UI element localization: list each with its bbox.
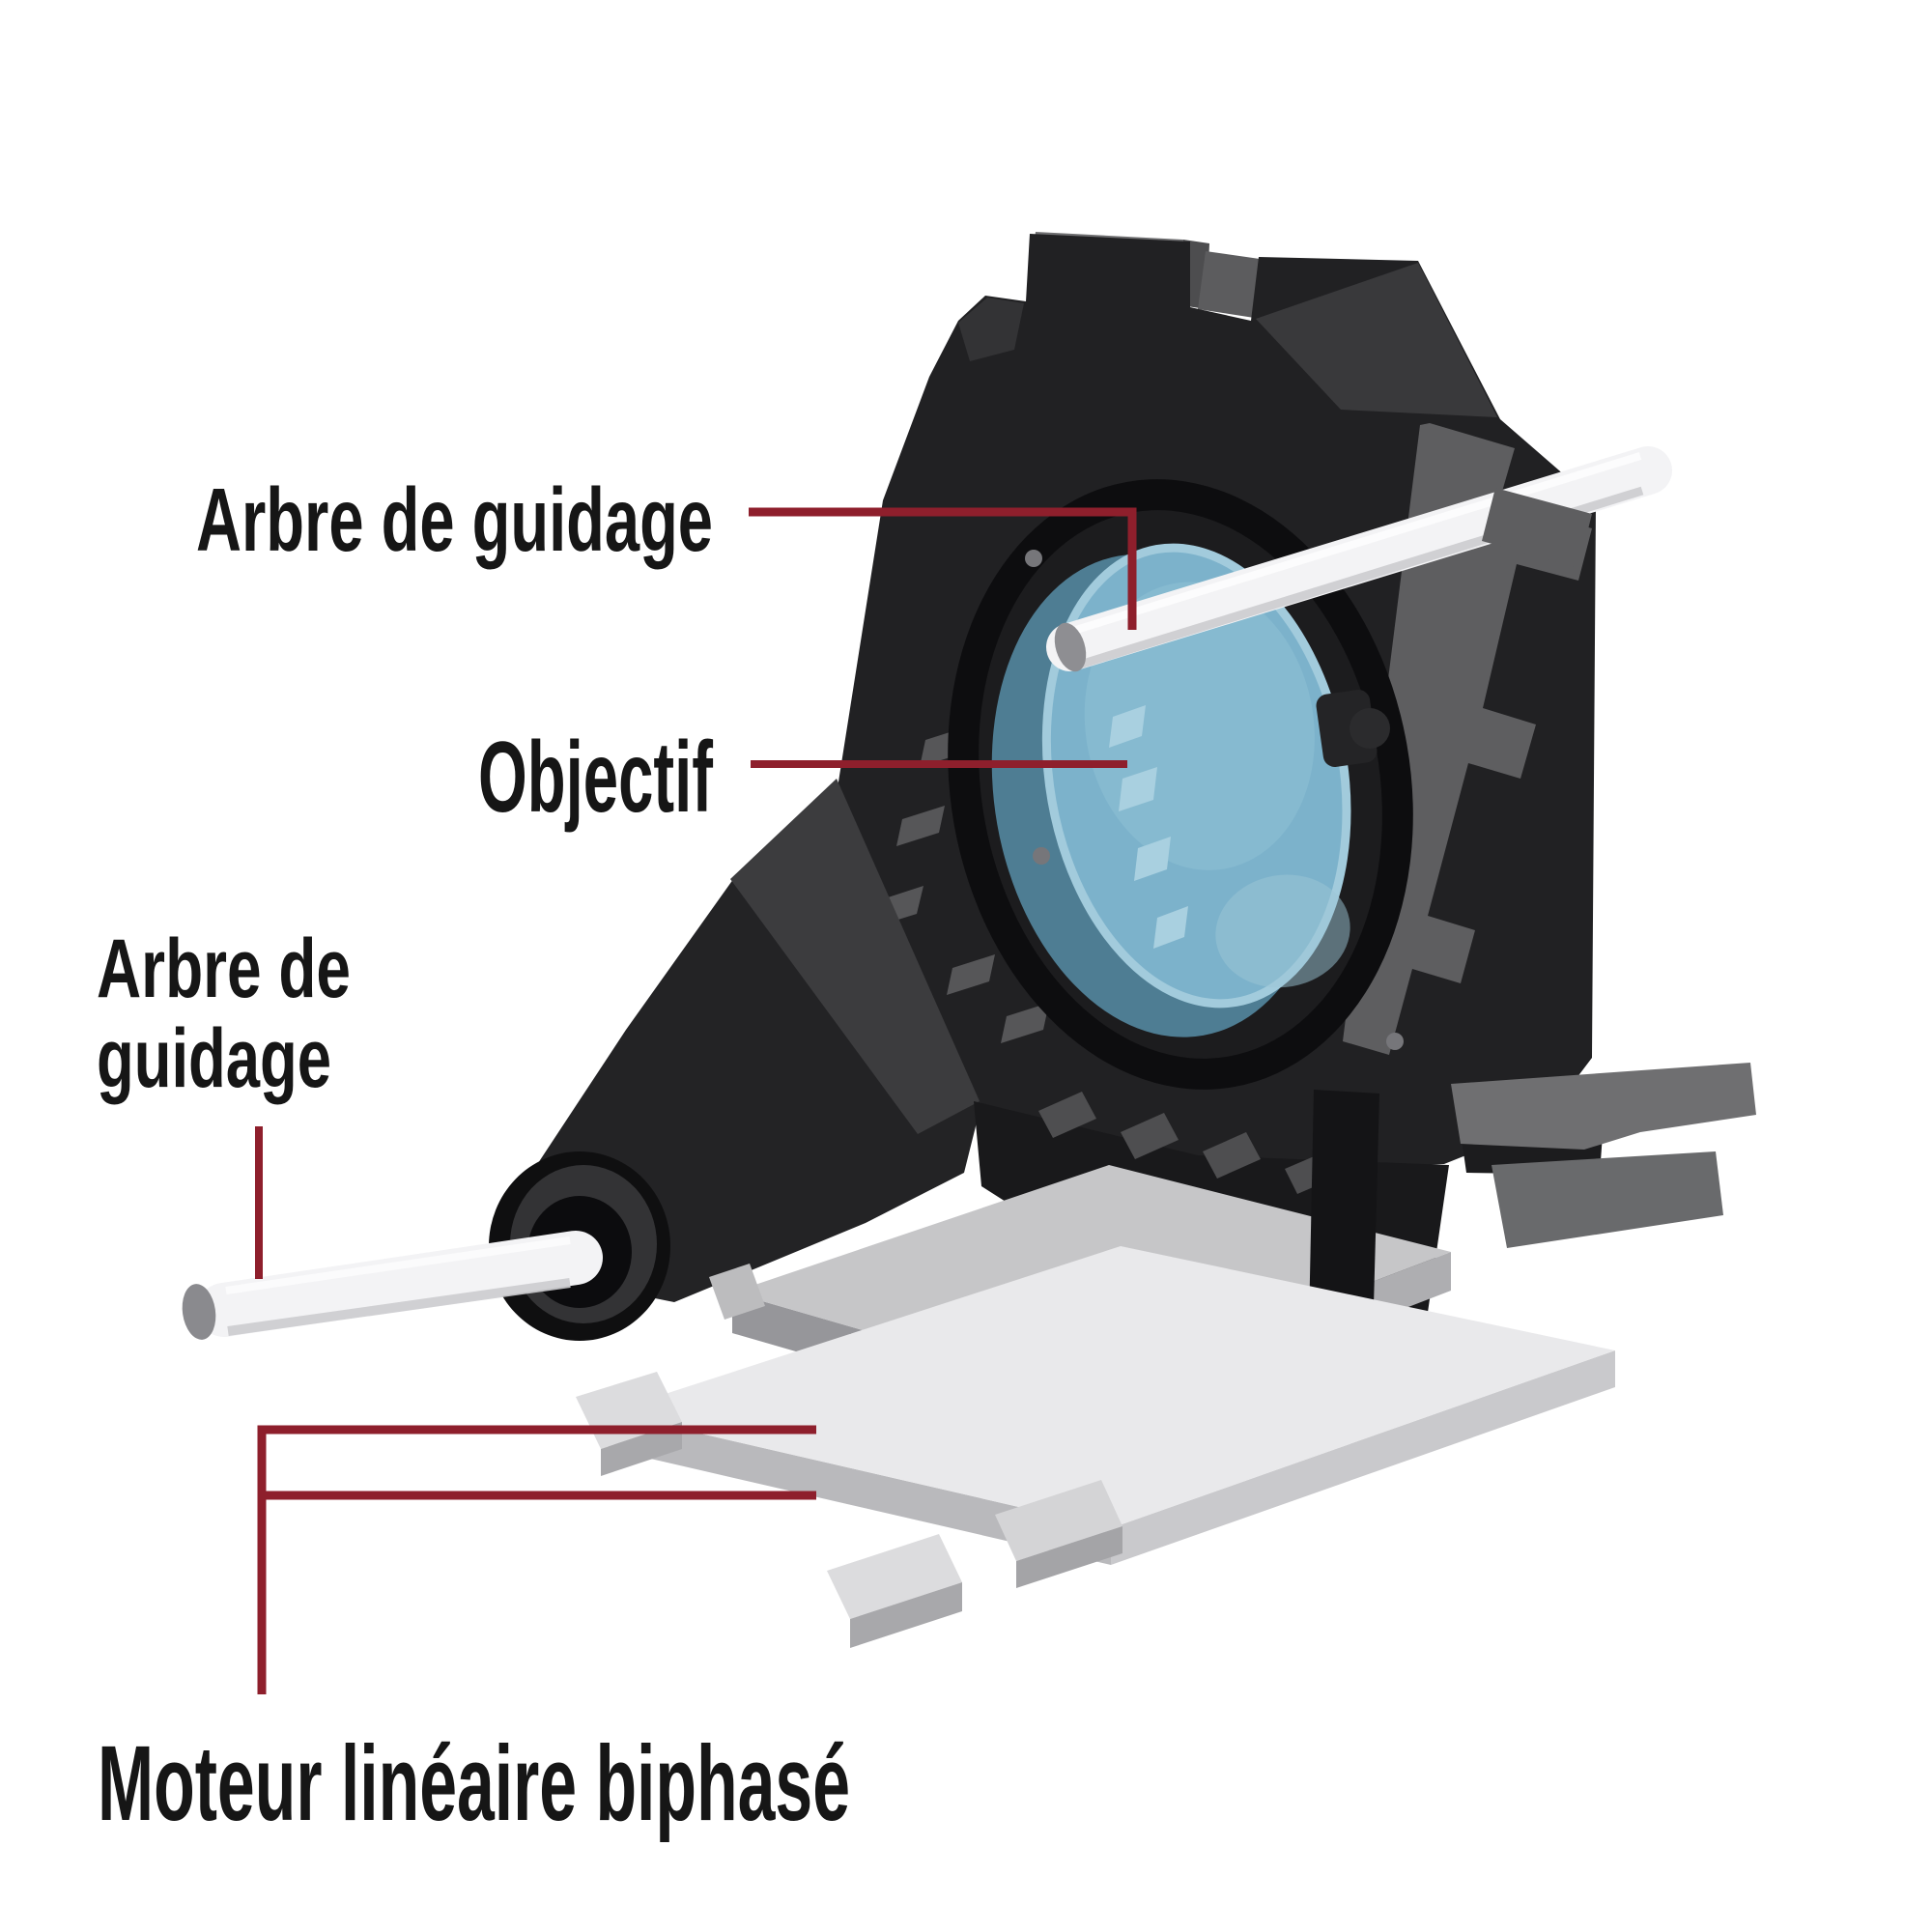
vent-slat <box>896 806 945 846</box>
lens-clamp-knob <box>1350 708 1390 749</box>
guide-shaft-bottom-shade <box>227 1278 571 1336</box>
housing-topleft-facet <box>958 298 1024 361</box>
label-motor: Moteur linéaire biphasé <box>98 1724 850 1843</box>
plate-lower-front-side <box>609 1412 1111 1565</box>
motor-plate-lower <box>576 1246 1615 1648</box>
vent-slat <box>947 954 995 995</box>
lens-clamp <box>1316 690 1378 767</box>
guide-shaft-bottom-rod <box>197 1231 603 1337</box>
rail-tab-over-shaft <box>1482 488 1592 568</box>
leader-motor <box>257 1425 816 1694</box>
guide-shaft-bottom-highlight <box>225 1236 571 1294</box>
base-slat <box>1121 1113 1179 1159</box>
guide-shaft-top-highlight <box>1074 452 1642 634</box>
label-lens: Objectif <box>478 722 713 834</box>
plate-lower-top <box>609 1246 1615 1528</box>
lens-notch <box>1109 705 1146 748</box>
plate-lower-left-tab-side <box>601 1422 682 1476</box>
right-bracket <box>1451 1063 1756 1248</box>
screw <box>1025 550 1042 567</box>
lens-notch <box>1153 906 1188 949</box>
plate-lower-right-side <box>1111 1350 1615 1565</box>
housing-side-rail <box>1343 423 1592 1055</box>
plate-lower-front-tab-1 <box>827 1534 962 1619</box>
guide-shaft-top-tip <box>1054 622 1087 672</box>
guide-shaft-top-rod <box>1046 446 1672 671</box>
label-guide-shaft-left-line2: guidage <box>97 1012 331 1105</box>
labels: Arbre de guidage Objectif Arbre de guida… <box>97 469 850 1843</box>
housing-top-facet <box>1256 263 1497 417</box>
plate-lower-front-tab-1-side <box>850 1582 962 1648</box>
screw <box>1386 1033 1404 1050</box>
screw <box>1033 847 1050 865</box>
base-slat <box>1203 1132 1261 1179</box>
plate-upper-left-tab <box>709 1264 765 1320</box>
lens-notch <box>1119 767 1157 811</box>
lens-notch <box>1134 837 1171 881</box>
label-guide-shaft-top: Arbre de guidage <box>196 469 713 570</box>
housing-arm-facet <box>730 779 980 1134</box>
bracket-lower-arm <box>1492 1151 1723 1248</box>
screws <box>1025 550 1404 1050</box>
plate-lower-front-tab-2-side <box>1016 1526 1122 1588</box>
leader-guide-shaft-top <box>749 507 1137 630</box>
leader-lines <box>255 507 1137 1694</box>
label-guide-shaft-left-line1: Arbre de <box>97 923 351 1015</box>
lens-lower-highlight <box>1215 874 1350 988</box>
base-slat <box>1038 1092 1096 1138</box>
plate-lower-front-tab-2 <box>995 1480 1122 1561</box>
housing-arm-group <box>489 779 981 1341</box>
guide-shaft-bottom-tip <box>182 1284 216 1340</box>
lens-notch-tabs <box>1109 705 1188 949</box>
vent-slat <box>1001 1003 1049 1043</box>
bracket-upper-arm <box>1451 1063 1756 1150</box>
guide-shaft-bottom <box>182 1231 603 1340</box>
